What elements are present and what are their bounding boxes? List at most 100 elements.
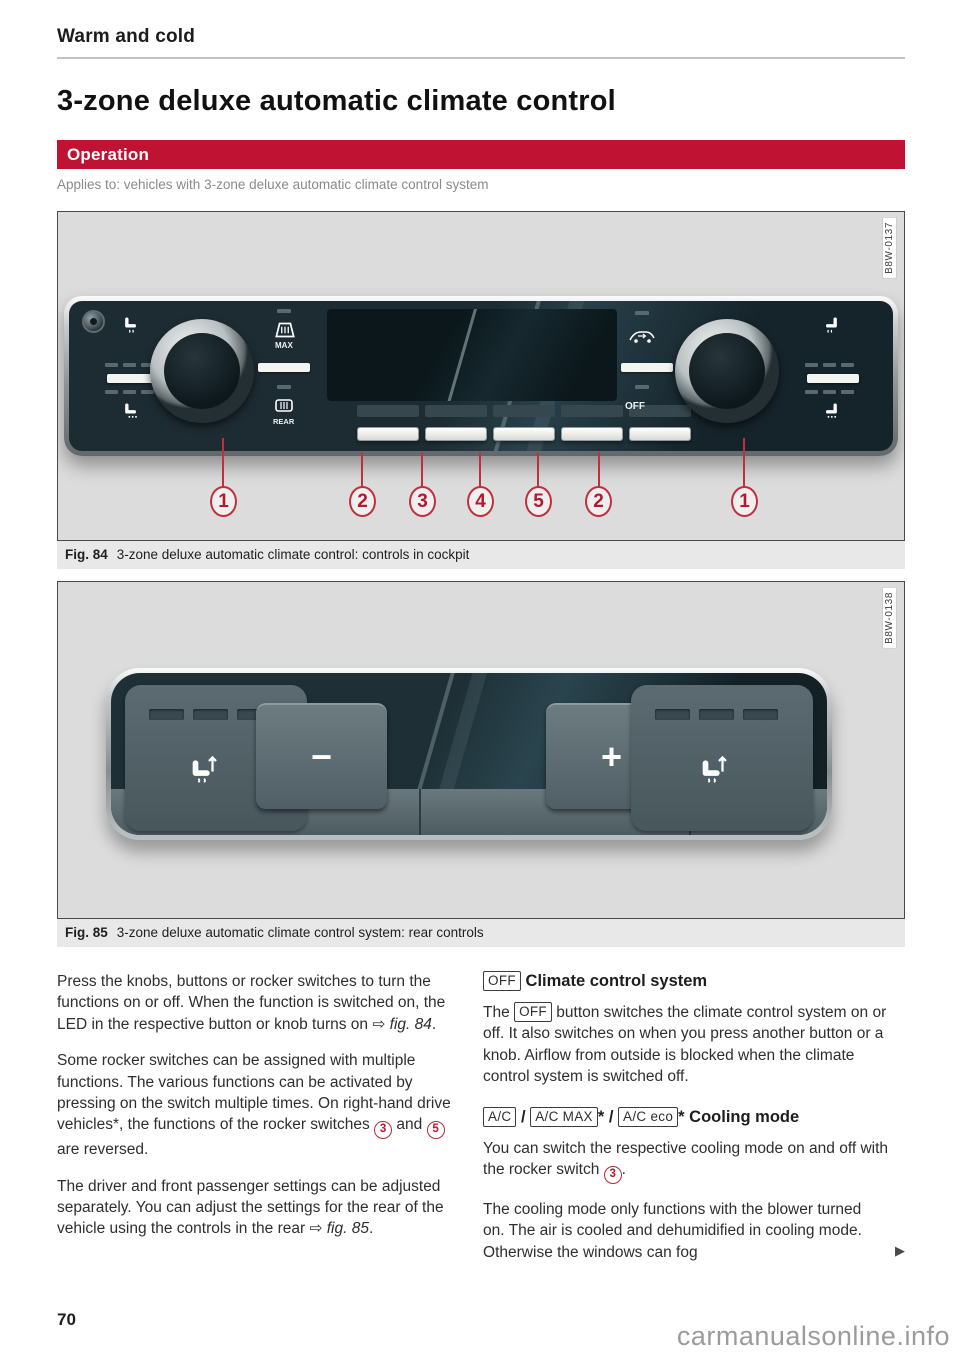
function-key: [357, 405, 419, 417]
figure-84-label: Fig. 84: [65, 547, 108, 562]
heading-text: Climate control system: [525, 972, 708, 990]
seat-left-rocker: [107, 374, 159, 383]
text: The: [483, 1004, 515, 1021]
seat-vent-right-icon: [821, 401, 841, 421]
text: .: [368, 1220, 374, 1238]
function-key: [629, 405, 691, 417]
callout-4: 4: [467, 486, 494, 517]
bezel-seam: [419, 789, 421, 835]
callout-2: 2: [349, 486, 376, 517]
text: Press the knobs, buttons or rocker switc…: [57, 973, 446, 1033]
callout-1: 1: [210, 486, 237, 517]
power-button: [82, 310, 105, 333]
figure-reference: fig. 85: [326, 1220, 369, 1238]
led-bar: [635, 385, 649, 389]
header-rule: [57, 57, 905, 59]
temperature-knob-right: [675, 319, 779, 423]
recirculation-icon: [627, 325, 657, 345]
circled-number-3: 3: [603, 1165, 622, 1184]
text: .: [431, 1015, 437, 1033]
circled-number-5: 5: [426, 1121, 445, 1140]
page-number: 70: [57, 1310, 76, 1329]
figure-85-caption-text: 3-zone deluxe automatic climate control …: [116, 925, 484, 940]
display-reflection: [443, 309, 480, 401]
led-bar: [277, 385, 291, 389]
climate-display: [327, 309, 617, 401]
paragraph: The cooling mode only functions with the…: [483, 1199, 905, 1263]
off-label: OFF: [625, 401, 645, 412]
watermark: carmanualsonline.info: [676, 1321, 950, 1351]
windshield-defrost-icon: [272, 319, 298, 341]
callout-line: [598, 452, 600, 487]
rear-seat-heat-left-icon: [187, 749, 221, 783]
recirculation-rocker: [621, 363, 673, 372]
asterisk: *: [597, 1107, 605, 1126]
text: Some rocker switches can be assigned wit…: [57, 1052, 451, 1134]
circled-number-3: 3: [374, 1121, 393, 1140]
figure-85: B8W-0138: [57, 581, 905, 919]
rear-climate-panel: − +: [106, 668, 832, 840]
climate-control-panel: MAX REAR: [64, 296, 898, 456]
text: .: [621, 1160, 626, 1178]
seat-heat-left-icon: [121, 315, 141, 335]
cooling-mode-heading: A/C / A/C MAX* / A/C eco* Cooling mode: [483, 1106, 905, 1127]
rear-label: REAR: [273, 417, 295, 426]
rocker-key-3: [493, 427, 555, 441]
figure-84-code: B8W-0137: [882, 217, 897, 279]
text: You can switch the respective cooling mo…: [483, 1139, 889, 1178]
page-title: 3-zone deluxe automatic climate control: [57, 85, 616, 117]
led-bar: [635, 311, 649, 315]
text: button switches the climate control syst…: [483, 1004, 887, 1086]
left-column: Press the knobs, buttons or rocker switc…: [57, 971, 457, 1278]
callout-2b: 2: [585, 486, 612, 517]
rear-seat-heat-right-icon: [697, 749, 731, 783]
temperature-knob-left: [150, 319, 254, 423]
rear-seat-heat-right: [631, 685, 813, 831]
cross-ref-arrow: ⇨: [309, 1220, 327, 1238]
callout-line: [421, 452, 423, 487]
paragraph: You can switch the respective cooling mo…: [483, 1138, 905, 1184]
rocker-key-5: [629, 427, 691, 441]
rocker-key-1: [357, 427, 419, 441]
body-text: Press the knobs, buttons or rocker switc…: [57, 971, 905, 1278]
callout-line: [361, 452, 363, 487]
callout-line: [743, 438, 745, 487]
off-key-label: OFF: [514, 1002, 552, 1022]
led-bar: [277, 309, 291, 313]
section-header: Warm and cold: [57, 26, 196, 47]
led-bar: [805, 390, 854, 394]
off-heading: OFF Climate control system: [483, 971, 905, 991]
right-column: OFF Climate control system The OFF butto…: [483, 971, 905, 1278]
max-label: MAX: [275, 341, 293, 350]
callout-line: [222, 438, 224, 487]
seat-heat-right-icon: [821, 315, 841, 335]
figure-84: B8W-0137: [57, 211, 905, 541]
callout-5: 5: [525, 486, 552, 517]
separator: /: [516, 1107, 531, 1126]
text: are reversed.: [57, 1141, 149, 1159]
separator: /: [604, 1107, 619, 1126]
text: and: [392, 1116, 427, 1134]
callout-1b: 1: [731, 486, 758, 517]
seat-right-rocker: [807, 374, 859, 383]
cross-ref-arrow: ⇨: [372, 1015, 390, 1033]
paragraph: The OFF button switches the climate cont…: [483, 1002, 905, 1088]
figure-reference: fig. 84: [389, 1015, 432, 1033]
plus-glyph: +: [600, 736, 623, 777]
callout-line: [479, 452, 481, 487]
function-key: [425, 405, 487, 417]
led-bar: [805, 363, 854, 367]
defrost-rocker: [258, 363, 310, 372]
paragraph: Press the knobs, buttons or rocker switc…: [57, 971, 457, 1035]
paragraph: Some rocker switches can be assigned wit…: [57, 1050, 457, 1160]
off-key-label: OFF: [483, 971, 521, 991]
rear-temp-minus-button: −: [256, 703, 387, 809]
continuation-arrow: ▶: [895, 1243, 905, 1258]
text: The driver and front passenger settings …: [57, 1177, 444, 1238]
applies-to-note: Applies to: vehicles with 3-zone deluxe …: [57, 177, 489, 192]
ac-eco-key-label: A/C eco: [618, 1106, 679, 1127]
seat-vent-left-icon: [121, 401, 141, 421]
led-bar: [105, 363, 154, 367]
